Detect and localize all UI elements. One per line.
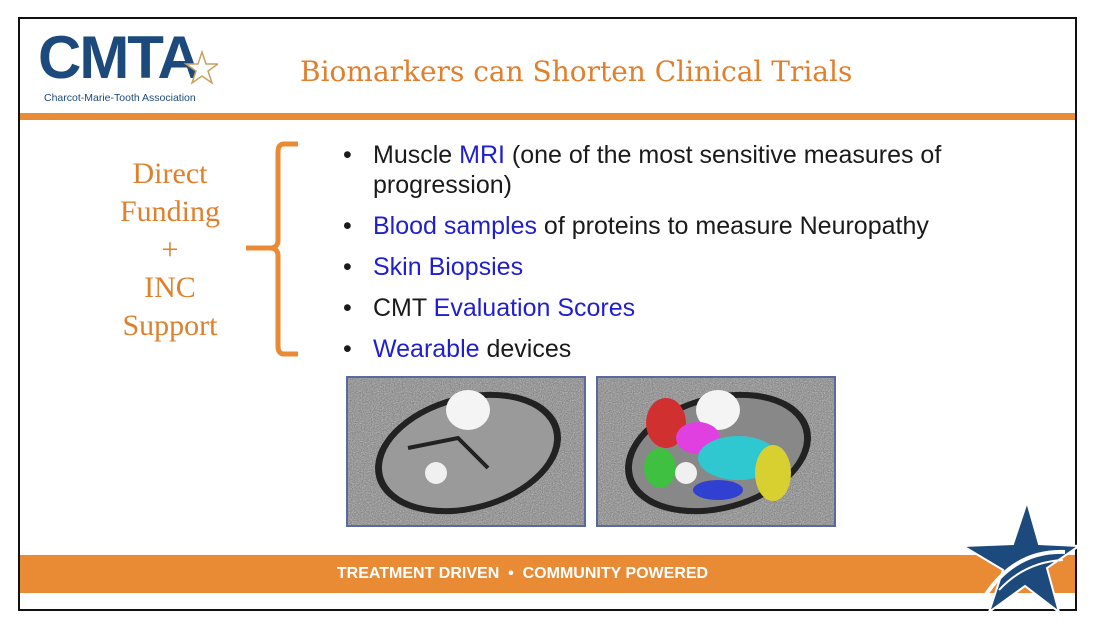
label-line: Direct: [132, 157, 208, 190]
logo-subtitle: Charcot-Marie-Tooth Association: [44, 92, 196, 104]
header-divider: [20, 113, 1075, 120]
bullet-item: Wearable devices: [343, 334, 1023, 364]
text: Muscle: [373, 141, 460, 169]
highlight: Skin Biopsies: [373, 253, 524, 281]
bullet-item: CMT Evaluation Scores: [343, 293, 1023, 323]
label-line: +: [161, 233, 179, 266]
text: of proteins to measure Neuropathy: [536, 212, 929, 240]
footer-banner: TREATMENT DRIVEN • COMMUNITY POWERED: [20, 555, 1075, 593]
bullet-list: Muscle MRI (one of the most sensitive me…: [343, 140, 1023, 375]
text: CMT: [373, 294, 434, 322]
bullet-item: Blood samples of proteins to measure Neu…: [343, 211, 1023, 241]
highlight: Blood samples: [373, 212, 537, 240]
label-line: Funding: [119, 195, 221, 228]
logo-text: CMTA: [38, 24, 201, 91]
label-line: INC: [144, 271, 196, 304]
text: (one of the most sensitive measures of p…: [373, 141, 942, 199]
mri-image-raw: [346, 376, 586, 527]
star-icon: [183, 50, 218, 85]
funding-label: Direct Funding + INC Support: [95, 155, 245, 345]
slide-title: Biomarkers can Shorten Clinical Trials: [300, 55, 853, 88]
highlight: Wearable: [373, 335, 480, 363]
mri-image-segmented: [596, 376, 836, 527]
text: devices: [479, 335, 572, 363]
bullet-item: Skin Biopsies: [343, 252, 1023, 282]
label-line: Support: [122, 309, 218, 342]
bracket: [246, 141, 298, 357]
highlight: MRI: [459, 141, 505, 169]
highlight: Evaluation Scores: [433, 294, 636, 322]
star-logo-icon: [959, 500, 1080, 615]
bullet-item: Muscle MRI (one of the most sensitive me…: [343, 140, 1023, 200]
cmta-logo: CMTA Charcot-Marie-Tooth Association: [38, 24, 228, 108]
